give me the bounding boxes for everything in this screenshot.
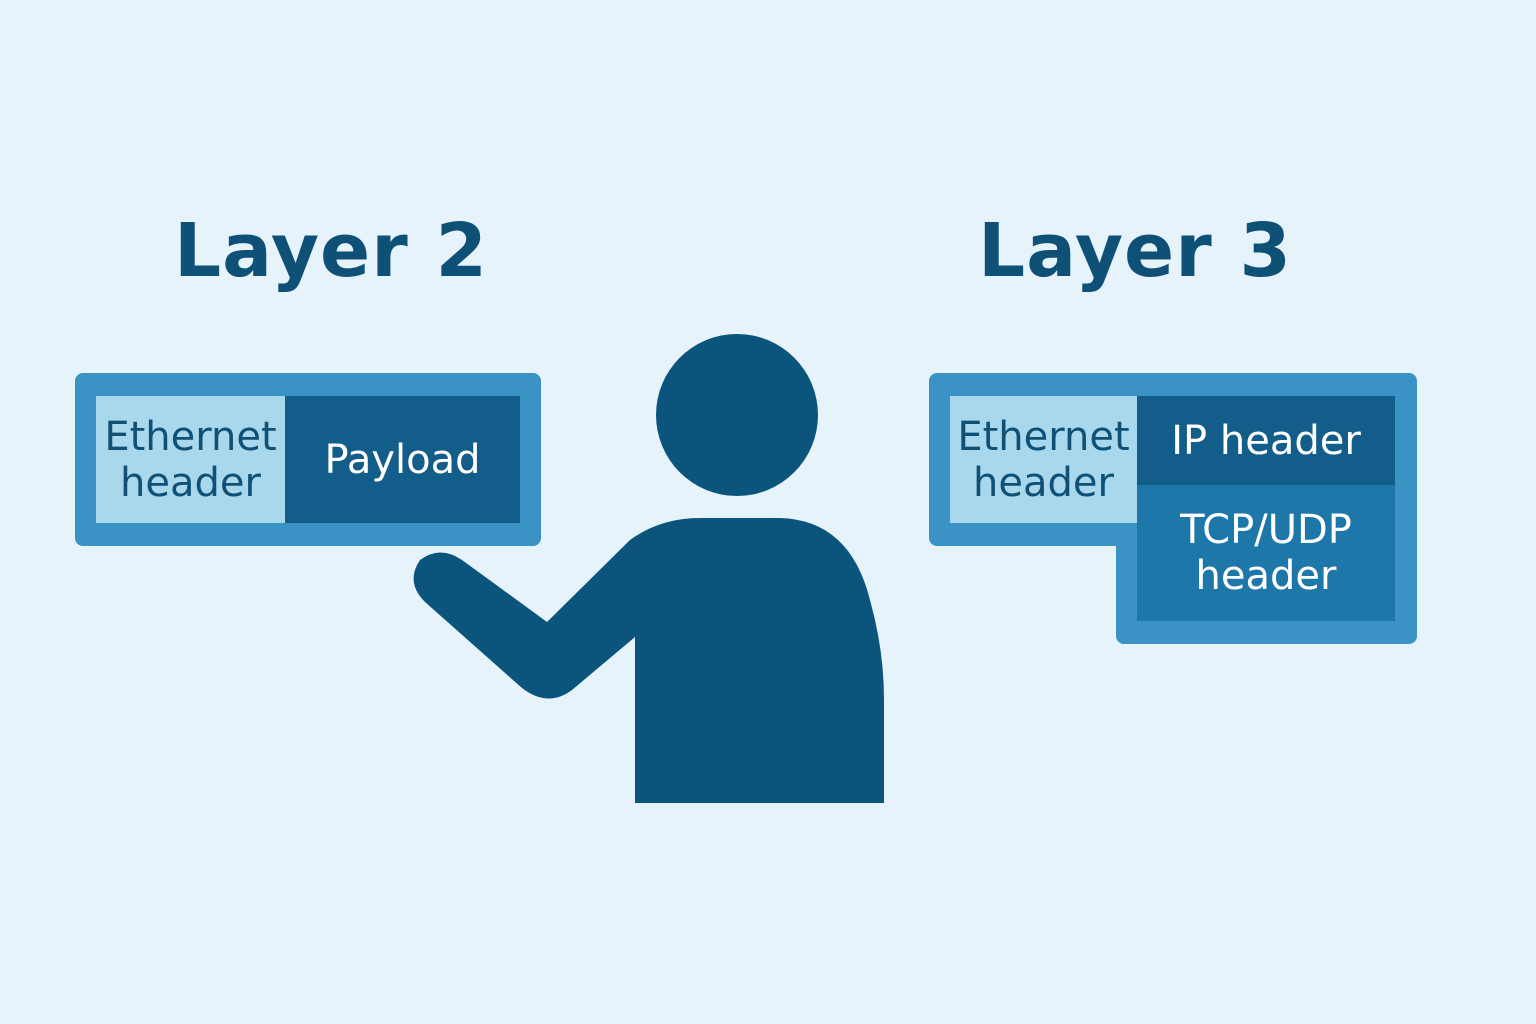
layer3-tcp-udp-header: TCP/UDP header: [1137, 485, 1395, 621]
person-body: [413, 518, 884, 803]
layer3-title: Layer 3: [978, 208, 1292, 294]
layer2-ethernet-header: Ethernet header: [96, 396, 285, 523]
layer2-title: Layer 2: [174, 208, 488, 294]
person-head: [656, 334, 818, 496]
layer2-payload: Payload: [285, 396, 520, 523]
layer3-ip-header: IP header: [1137, 396, 1395, 485]
layer3-ethernet-header: Ethernet header: [950, 396, 1137, 523]
